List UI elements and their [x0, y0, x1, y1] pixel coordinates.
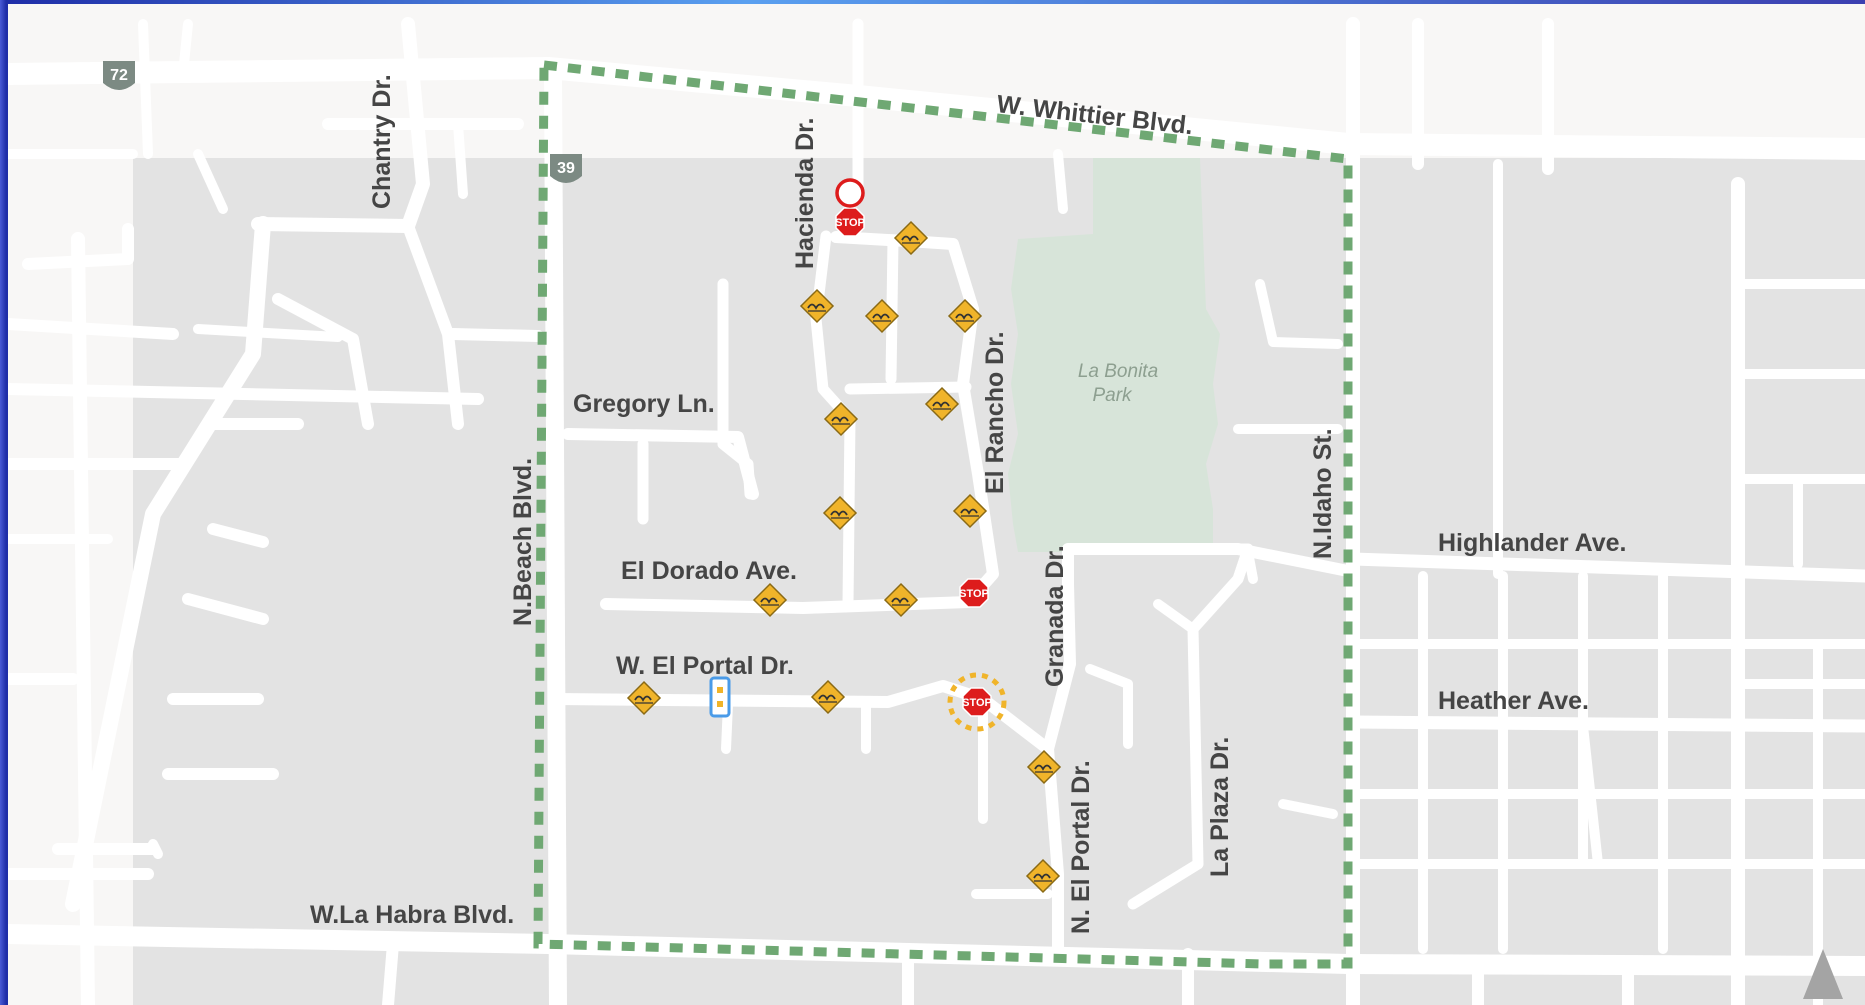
road-segment [193, 324, 343, 342]
route-shield-72-label: 72 [110, 67, 128, 84]
road-segment [844, 381, 972, 395]
map-view[interactable]: W. Whittier Blvd. Chantry Dr. Hacienda D… [8, 4, 1865, 1005]
street-label-heather-ave: Heather Ave. [1438, 687, 1589, 715]
street-map: W. Whittier Blvd. Chantry Dr. Hacienda D… [8, 17, 1865, 1005]
proposed-stop-icon[interactable]: STOP [947, 672, 1007, 732]
location-circle-icon[interactable] [835, 178, 865, 208]
road-segment [182, 593, 269, 625]
road-segment [1278, 799, 1338, 819]
street-label-gregory-ln: Gregory Ln. [573, 390, 715, 418]
road-segment [178, 19, 193, 79]
road-segment [8, 318, 179, 340]
road-segment [8, 924, 1865, 976]
road-segment [207, 523, 269, 548]
park-label-line2: Park [1092, 385, 1133, 406]
speed-hump-sign-icon[interactable] [864, 298, 900, 334]
crosswalk-marker-icon[interactable] [709, 676, 731, 718]
speed-hump-sign-icon[interactable] [810, 679, 846, 715]
speed-hump-sign-icon[interactable] [883, 582, 919, 618]
road-segment [717, 278, 756, 500]
road-segment [1578, 721, 1603, 869]
route-shield-icon: 72 [103, 61, 135, 90]
road-segment [65, 216, 271, 912]
street-label-granada-dr: Granada Dr. [1041, 545, 1069, 687]
study-area-boundary [533, 60, 1353, 969]
street-label-hacienda-dr: Hacienda Dr. [791, 118, 819, 269]
road-segment [1255, 279, 1343, 349]
speed-hump-sign-icon[interactable] [752, 582, 788, 618]
road-segment [1053, 149, 1068, 214]
road-segment [1346, 715, 1865, 733]
speed-hump-sign-icon[interactable] [823, 401, 859, 437]
road-segment [272, 293, 374, 430]
road-segment [453, 119, 468, 199]
stop-sign-icon[interactable]: STOP [835, 207, 865, 237]
stop-sign-label: STOP [959, 588, 989, 600]
speed-hump-sign-icon[interactable] [1026, 749, 1062, 785]
street-label-highlander-ave: Highlander Ave. [1438, 529, 1626, 557]
road-segment [1243, 547, 1258, 584]
zone-block [133, 158, 1865, 1005]
north-arrow-icon[interactable] [1803, 949, 1843, 999]
street-label-w-el-portal-dr: W. El Portal Dr. [616, 652, 794, 680]
road-segment [544, 65, 567, 1005]
road-segment [600, 231, 999, 614]
street-label-n-beach-blvd: N.Beach Blvd. [509, 458, 537, 626]
street-label-el-rancho-dr: El Rancho Dr. [981, 331, 1009, 494]
speed-hump-sign-icon[interactable] [893, 220, 929, 256]
stop-sign-label: STOP [962, 697, 992, 709]
speed-hump-sign-icon[interactable] [924, 386, 960, 422]
street-label-el-dorado-ave: El Dorado Ave. [621, 557, 797, 585]
road-segment [1042, 543, 1359, 755]
speed-hump-sign-icon[interactable] [799, 288, 835, 324]
road-segment [251, 17, 430, 233]
stop-sign-icon[interactable]: STOP [959, 578, 989, 608]
street-label-w-la-habra-blvd: W.La Habra Blvd. [310, 901, 514, 929]
road-segment [22, 223, 134, 270]
road-segment [193, 149, 228, 214]
street-label-la-plaza-dr: La Plaza Dr. [1206, 737, 1234, 877]
street-label-chantry-dr: Chantry Dr. [368, 74, 396, 209]
street-label-n-el-portal-dr: N. El Portal Dr. [1067, 760, 1095, 934]
speed-hump-sign-icon[interactable] [626, 680, 662, 716]
la-bonita-park [1008, 158, 1220, 552]
road-segment [1085, 664, 1133, 749]
stop-sign-label: STOP [835, 217, 865, 229]
road-segment [447, 328, 544, 342]
speed-hump-sign-icon[interactable] [952, 493, 988, 529]
road-segment [1153, 599, 1198, 634]
road-segment [382, 938, 399, 1005]
park-label-line1: La Bonita [1078, 361, 1158, 382]
road-segment [1346, 552, 1865, 583]
speed-hump-sign-icon[interactable] [822, 495, 858, 531]
route-shield-icon: 39 [550, 154, 582, 183]
street-label-n-idaho-st: N.Idaho St. [1309, 428, 1337, 559]
road-segment [1064, 543, 1254, 910]
road-segment [138, 19, 153, 159]
speed-hump-sign-icon[interactable] [947, 298, 983, 334]
route-shield-39-label: 39 [557, 160, 575, 177]
speed-hump-sign-icon[interactable] [1025, 858, 1061, 894]
